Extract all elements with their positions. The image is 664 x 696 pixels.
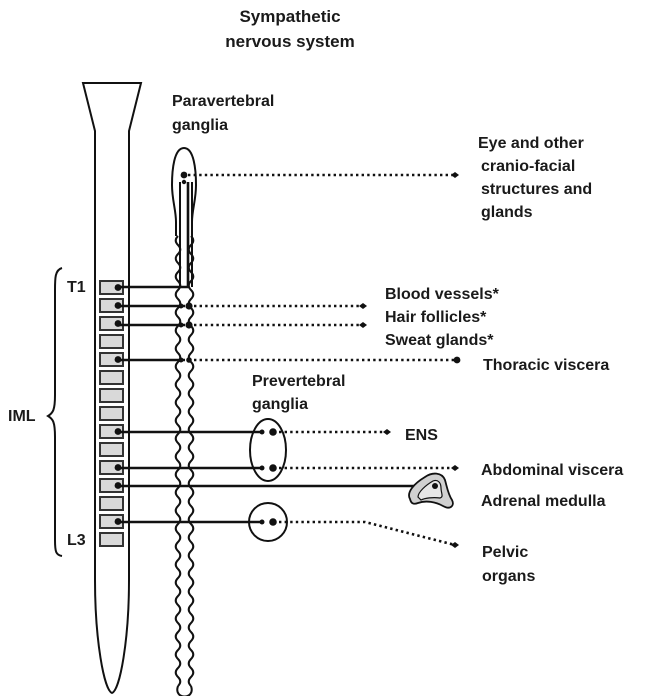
adrenal-neuron — [432, 483, 438, 489]
blood-vessels-label: Blood vessels* — [385, 286, 500, 303]
ens-label: ENS — [405, 427, 438, 444]
l3-label: L3 — [67, 532, 86, 549]
neuron-thoracic — [186, 357, 192, 363]
chain-right-edge — [187, 235, 195, 687]
title-line-1: Sympathetic — [239, 7, 340, 26]
sweat-glands-label: Sweat glands* — [385, 332, 494, 349]
iml-segments — [99, 280, 124, 547]
spinal-segment-7 — [99, 388, 124, 403]
prevertebral-label-1: Prevertebral — [252, 373, 345, 390]
spinal-cord — [81, 82, 143, 695]
synapse-hair-follicles — [178, 322, 184, 328]
arrowhead-blood-vessels — [359, 303, 367, 309]
thoracic-terminal — [453, 356, 461, 364]
eye-label-1: Eye and other — [478, 135, 584, 152]
ascending-preganglionic-fiber — [118, 182, 190, 289]
prevertebral-ganglion-celiac — [249, 418, 287, 482]
prevertebral-label-2: ganglia — [252, 396, 308, 413]
iml-brace — [46, 267, 63, 557]
paravertebral-label-1: Paravertebral — [172, 93, 274, 110]
spinal-segment-6 — [99, 370, 124, 385]
arrowhead-abdominal — [451, 465, 459, 471]
scg-synapse — [181, 179, 187, 185]
prevertebral-ganglion-inferior — [248, 502, 288, 542]
synapse-thoracic — [178, 357, 184, 363]
spinal-segment-8 — [99, 406, 124, 421]
sympathetic-chain — [174, 235, 195, 696]
spinal-segment-13 — [99, 496, 124, 511]
eye-label-2: cranio-facial — [481, 158, 575, 175]
title-line-2: nervous system — [225, 32, 354, 51]
synapse-ens — [259, 429, 265, 435]
neuron-ens — [269, 428, 277, 436]
t1-label: T1 — [67, 279, 86, 296]
pathways — [118, 302, 461, 548]
spinal-segment-15 — [99, 532, 124, 547]
neuron-blood-vessels — [185, 302, 193, 310]
arrowhead-hair-follicles — [359, 322, 367, 328]
pelvic-organs-label-1: Pelvic — [482, 544, 528, 561]
synapse-pelvic — [259, 519, 265, 525]
eye-label-4: glands — [481, 204, 533, 221]
iml-label: IML — [8, 408, 36, 425]
synapse-blood-vessels — [178, 303, 184, 309]
paravertebral-label-2: ganglia — [172, 117, 228, 134]
abdominal-viscera-label: Abdominal viscera — [481, 462, 623, 479]
superior-cervical-ganglion — [183, 147, 198, 236]
synapse-abdominal — [259, 465, 265, 471]
adrenal-medulla-label: Adrenal medulla — [481, 493, 606, 510]
eye-label-3: structures and — [481, 181, 592, 198]
arrowhead-ens — [383, 429, 391, 435]
ascending-fiber-outline — [179, 182, 193, 287]
thoracic-viscera-label: Thoracic viscera — [483, 357, 609, 374]
pelvic-organs-label-2: organs — [482, 568, 535, 585]
spinal-segment-4 — [99, 334, 124, 349]
postganglionic-pelvic — [279, 520, 456, 547]
arrowhead-pelvic — [451, 542, 459, 548]
scg-neuron — [180, 171, 188, 179]
hair-follicles-label: Hair follicles* — [385, 309, 487, 326]
neuron-pelvic — [269, 518, 277, 526]
chain-terminal-ganglion — [176, 685, 193, 696]
neuron-hair-follicles — [185, 321, 193, 329]
neuron-abdominal — [269, 464, 277, 472]
spinal-segment-10 — [99, 442, 124, 457]
chain-left-edge — [174, 235, 182, 687]
eye-arrowhead — [451, 172, 459, 178]
superior-cervical-ganglion-left — [170, 147, 185, 236]
